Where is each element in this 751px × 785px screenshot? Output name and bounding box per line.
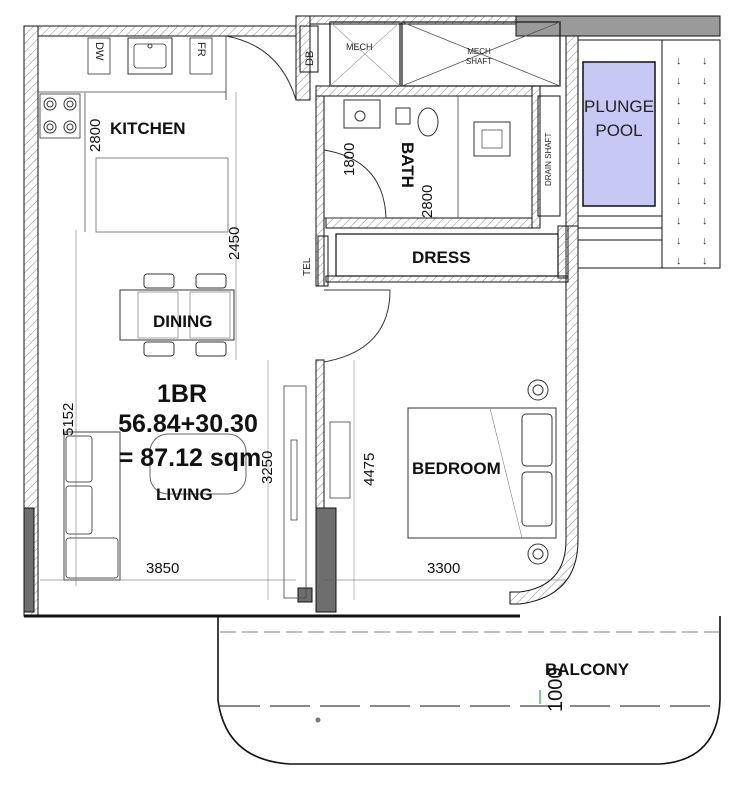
dim-living-mid: 3250 (259, 451, 276, 484)
dimension-lines (40, 92, 566, 586)
bedroom-label: BEDROOM (412, 459, 501, 478)
tel-label: TEL (302, 257, 313, 276)
unit-type: 1BR (157, 380, 207, 408)
mech-label: MECH (346, 42, 373, 52)
living-label: LIVING (156, 485, 213, 504)
svg-text:↓: ↓ (702, 115, 708, 127)
plunge-pool-label-2: POOL (595, 121, 642, 140)
dishwasher-label: DW (93, 42, 105, 61)
planter-marks: ↓ ↓ ↓ ↓ ↓ ↓ ↓ ↓ ↓ ↓ ↓ ↓ ↓ ↓ ↓ ↓ ↓ ↓ ↓ ↓ ↓ ↓ (676, 55, 708, 267)
dim-bath-depth: 2800 (419, 185, 436, 218)
svg-text:↓: ↓ (676, 135, 682, 147)
svg-text:↓: ↓ (676, 115, 682, 127)
kitchen-label: KITCHEN (110, 119, 186, 138)
tv-unit-icon (267, 360, 307, 600)
svg-text:↓: ↓ (676, 215, 682, 227)
db-label: DB (304, 51, 316, 66)
dress-label: DRESS (412, 248, 471, 267)
bath-fixtures (323, 96, 511, 219)
plunge-pool-area: ↓ ↓ ↓ ↓ ↓ ↓ ↓ ↓ ↓ ↓ ↓ ↓ ↓ ↓ ↓ ↓ ↓ ↓ ↓ ↓ ↓ ↓ (577, 39, 721, 269)
svg-text:↓: ↓ (676, 175, 682, 187)
svg-text:↓: ↓ (702, 135, 708, 147)
svg-text:↓: ↓ (676, 95, 682, 107)
svg-text:↓: ↓ (676, 75, 682, 87)
dress-wardrobe (317, 233, 559, 287)
svg-text:↓: ↓ (702, 75, 708, 87)
dim-bedroom-depth: 4475 (361, 453, 378, 486)
svg-text:↓: ↓ (702, 155, 708, 167)
bath-label: BATH (398, 142, 417, 188)
svg-text:↓: ↓ (702, 215, 708, 227)
bed-icon (329, 360, 557, 600)
plunge-pool-label-1: PLUNGE (584, 97, 654, 116)
area-sum: 56.84+30.30 (118, 410, 258, 438)
svg-text:↓: ↓ (676, 195, 682, 207)
svg-text:↓: ↓ (676, 155, 682, 167)
balcony-label: BALCONY (545, 660, 630, 679)
svg-text:↓: ↓ (702, 55, 708, 67)
svg-text:↓: ↓ (702, 255, 708, 267)
cooktop-icon (39, 93, 81, 139)
dim-balcony-depth: 1000 (545, 668, 567, 713)
svg-text:↓: ↓ (702, 95, 708, 107)
dim-bath-width: 1800 (341, 143, 358, 176)
dim-kitchen-depth: 2800 (87, 119, 104, 152)
svg-text:↓: ↓ (702, 235, 708, 247)
mech-shaft-label-1: MECH (467, 47, 491, 56)
dim-kitchen-height: 2450 (226, 227, 243, 260)
mech-shaft-label-2: SHAFT (466, 57, 492, 66)
kitchen-fixtures (38, 35, 297, 233)
svg-text:↓: ↓ (676, 235, 682, 247)
balcony-outline (217, 616, 721, 765)
mech-block (299, 21, 561, 217)
drain-shaft-label: DRAIN SHAFT (544, 133, 553, 186)
bedroom-door (323, 289, 391, 363)
svg-text:↓: ↓ (702, 195, 708, 207)
dim-living-depth: 5152 (60, 403, 77, 436)
fridge-label: FR (195, 42, 207, 57)
area-total: = 87.12 sqm (119, 444, 261, 472)
dining-table-icon (119, 273, 235, 357)
interior-walls (23, 85, 569, 613)
dim-bedroom-width: 3300 (427, 560, 460, 577)
svg-text:↓: ↓ (676, 255, 682, 267)
svg-text:↓: ↓ (702, 175, 708, 187)
dim-living-width: 3850 (146, 560, 179, 577)
svg-text:↓: ↓ (676, 55, 682, 67)
dining-label: DINING (153, 312, 213, 331)
